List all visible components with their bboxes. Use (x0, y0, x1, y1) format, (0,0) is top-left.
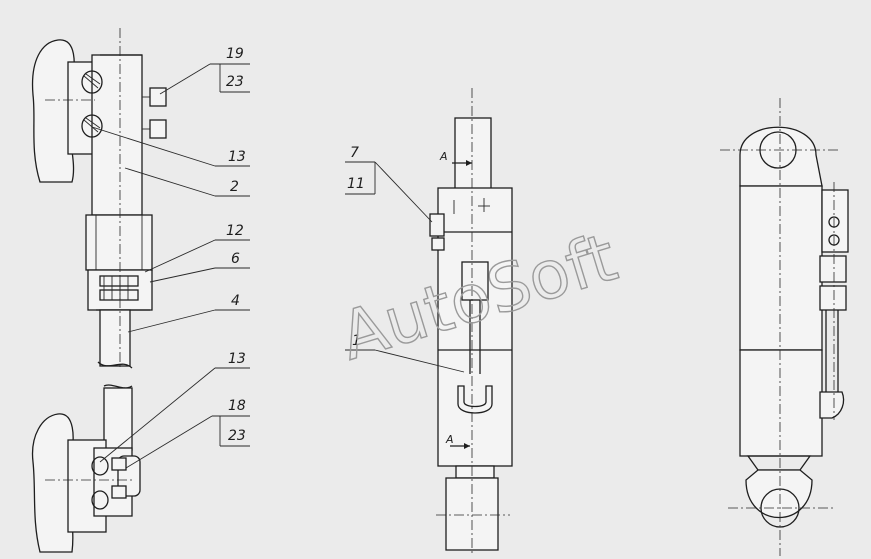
rod-part-4 (99, 309, 131, 367)
cylinder-part-1 (437, 187, 513, 467)
side-lower-clevis (819, 391, 845, 419)
callout-1: 1 (352, 333, 361, 349)
callout-13-lower: 13 (228, 351, 246, 367)
top-eye-head (739, 126, 823, 187)
section-mark-a-bottom: A (445, 433, 454, 446)
lower-bolt-head-b (111, 485, 127, 499)
callout-23-lower: 23 (228, 428, 246, 444)
left-lower-mount (31, 384, 141, 553)
middle-bolt-head-upper (429, 213, 445, 237)
section-mark-a-top: A (439, 150, 448, 163)
left-callouts: 19 23 13 2 12 6 4 13 18 23 (91, 46, 250, 469)
middle-bolt-head-lower (431, 237, 445, 251)
callout-4: 4 (231, 293, 240, 309)
left-upper-mount (31, 28, 167, 370)
side-bracket (821, 189, 849, 253)
middle-callouts: 7 11 1 (345, 145, 465, 373)
right-view (720, 98, 849, 556)
adjusting-nut (85, 214, 153, 271)
lower-bolt-head (149, 119, 167, 139)
callout-23-upper: 23 (226, 74, 244, 90)
callout-7: 7 (350, 145, 359, 161)
callout-13-upper: 13 (228, 149, 246, 165)
callout-18: 18 (228, 398, 246, 414)
right-cylinder-body (739, 185, 823, 351)
callout-12: 12 (226, 223, 244, 239)
middle-view: A A (429, 88, 513, 556)
side-nut-upper (819, 255, 847, 283)
callout-11: 11 (347, 176, 365, 192)
callout-19: 19 (226, 46, 244, 62)
left-lower-wall (31, 413, 74, 553)
lower-bolt-head-a (111, 457, 127, 471)
clevis-u (457, 385, 493, 414)
top-rod-end (454, 117, 492, 191)
callout-6: 6 (231, 251, 240, 267)
callout-2: 2 (230, 179, 239, 195)
bottom-eye-head (745, 469, 813, 518)
upper-bolt-head (149, 87, 167, 107)
bottom-collar (455, 465, 495, 479)
side-nut-lower (819, 285, 847, 311)
hatched-pivot-bolt (81, 70, 103, 138)
right-lower-body (739, 349, 823, 457)
rod-lower-part (103, 387, 133, 451)
